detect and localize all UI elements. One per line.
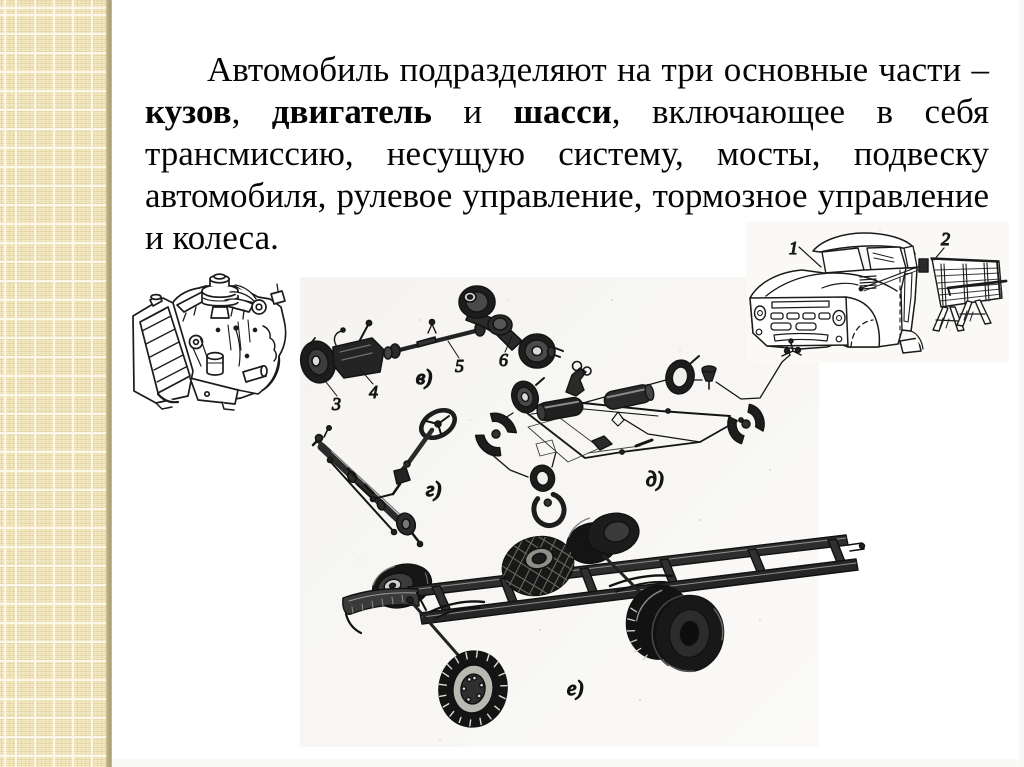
side-strip-edge <box>106 0 112 767</box>
text-segment: трансмиссию, несущую систему, мосты, под… <box>145 134 989 173</box>
truck-illustration: 1 2 <box>749 228 1008 354</box>
callout-6-leader-line <box>504 335 513 353</box>
callout-4-leader-line <box>359 368 374 385</box>
label-chassis: е) <box>567 676 583 700</box>
text-line-3: трансмиссию, несущую систему, мосты, под… <box>145 133 989 175</box>
text-segment: , включающее в себя <box>611 92 989 131</box>
callout-5-leader-line <box>447 340 460 359</box>
text-segment: автомобиля, рулевое управление, тормозно… <box>145 176 989 215</box>
text-line-1: Автомобиль подразделяют на три основные … <box>145 49 989 91</box>
chassis-illustration: е) <box>342 512 866 728</box>
engine-illustration <box>132 273 287 411</box>
bold-term-kuzov: кузов <box>145 92 232 131</box>
callout-2-leader-line <box>933 247 945 261</box>
text-segment: Автомобиль подразделяют на три основные … <box>207 50 989 89</box>
bold-term-dvigatel: двигатель <box>271 92 432 131</box>
text-line-2: кузов, двигатель и шасси, включающее в с… <box>145 91 989 133</box>
slide-right-shade <box>1019 0 1024 767</box>
body-text: Автомобиль подразделяют на три основные … <box>145 49 989 259</box>
label-transmission: в) <box>416 365 432 389</box>
callout-1: 1 <box>789 238 798 258</box>
callout-4: 4 <box>369 382 378 402</box>
text-segment: и <box>431 92 514 131</box>
label-steering: г) <box>426 477 441 501</box>
bold-term-shassi: шасси <box>513 92 612 131</box>
slide-bottom-shade <box>112 759 1024 767</box>
text-segment: и колеса. <box>145 218 279 257</box>
callout-2: 2 <box>941 229 950 249</box>
text-segment: , <box>231 92 272 131</box>
decorative-side-strip <box>0 0 106 767</box>
callout-6: 6 <box>499 350 508 370</box>
label-brakes: д) <box>646 467 664 491</box>
truck-callouts: 1 2 <box>788 228 951 268</box>
brakes-illustration: д) <box>474 338 802 528</box>
callout-3-leader-line <box>321 376 338 397</box>
truck-cab <box>749 232 929 354</box>
transmission-illustration: 3 4 5 6 в) <box>299 285 564 415</box>
text-line-5: и колеса. <box>145 217 989 259</box>
text-line-4: автомобиля, рулевое управление, тормозно… <box>145 175 989 217</box>
callout-3: 3 <box>331 394 341 414</box>
callout-1-leader-line <box>798 246 822 268</box>
truck-platform <box>930 257 1008 332</box>
callout-5: 5 <box>455 356 464 376</box>
steering-illustration: г) <box>311 407 458 548</box>
